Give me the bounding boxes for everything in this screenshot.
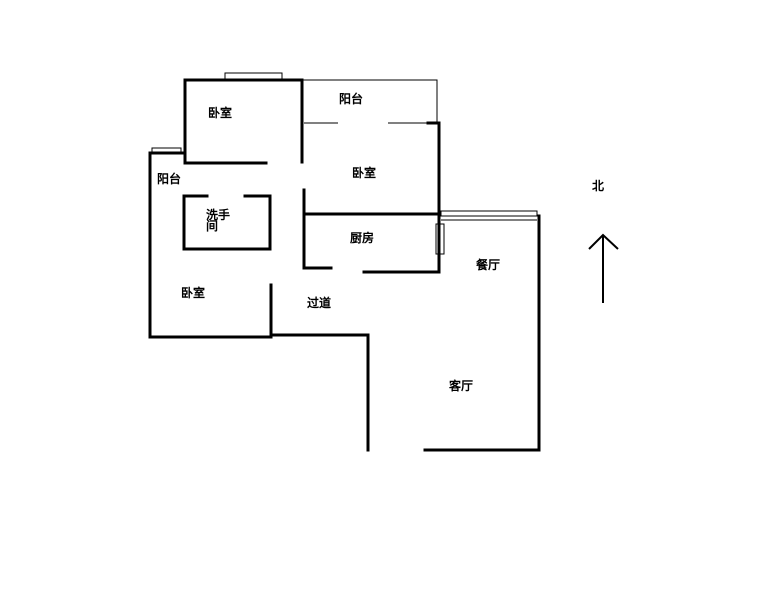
- wall-bedroom-middle-right: [362, 121, 441, 274]
- wall-bedroom-bottom: [148, 151, 273, 339]
- wall-washroom: [182, 194, 272, 251]
- label-dining: 餐厅: [476, 258, 501, 272]
- label-kitchen: 厨房: [350, 231, 375, 245]
- label-bedroom-top: 卧室: [208, 106, 233, 120]
- label-north: 北: [592, 179, 605, 193]
- label-corridor: 过道: [307, 296, 332, 310]
- label-bedroom-bottom: 卧室: [181, 286, 206, 300]
- label-balcony-top: 阳台: [339, 92, 364, 106]
- walls: [148, 78, 541, 452]
- label-bedroom-middle: 卧室: [352, 166, 377, 180]
- north-arrow-icon: [588, 233, 619, 303]
- label-balcony-left: 阳台: [157, 172, 182, 186]
- wall-corridor: [269, 333, 370, 452]
- wall-kitchen-left: [302, 188, 333, 270]
- label-living: 客厅: [449, 379, 474, 393]
- window-dining-outer: [440, 210, 538, 217]
- wall-living: [423, 214, 541, 452]
- balcony-top-rail: [302, 79, 438, 123]
- label-washroom-2: 间: [206, 219, 219, 233]
- wall-bedroom-top: [183, 78, 304, 165]
- label-washroom-1: 洗手: [206, 208, 231, 222]
